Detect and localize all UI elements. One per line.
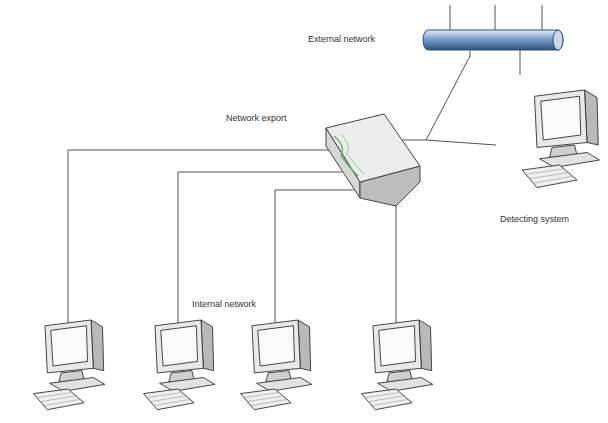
node-label: Detecting system [500,214,569,225]
wire [178,172,342,324]
computer-icon [144,320,215,410]
computer-icon [241,320,312,410]
computer-group [34,320,433,410]
external-network: External network [300,22,570,56]
node-label: Network export [226,113,287,124]
node-shape [496,86,604,230]
detecting-system: Detecting system [496,86,604,230]
wire [68,150,332,324]
network-link [426,140,496,145]
node-label: External network [308,34,375,45]
wire [396,204,397,324]
wire [275,190,354,324]
router-icon [326,114,426,206]
network-bus [423,30,563,57]
node-shape [220,108,426,213]
network-label: Internal network [192,299,256,310]
computer-icon [34,320,105,410]
network-export: Network export [220,108,426,213]
computer-icon [362,320,433,410]
network-link [426,56,470,140]
computer-icon [522,90,600,188]
